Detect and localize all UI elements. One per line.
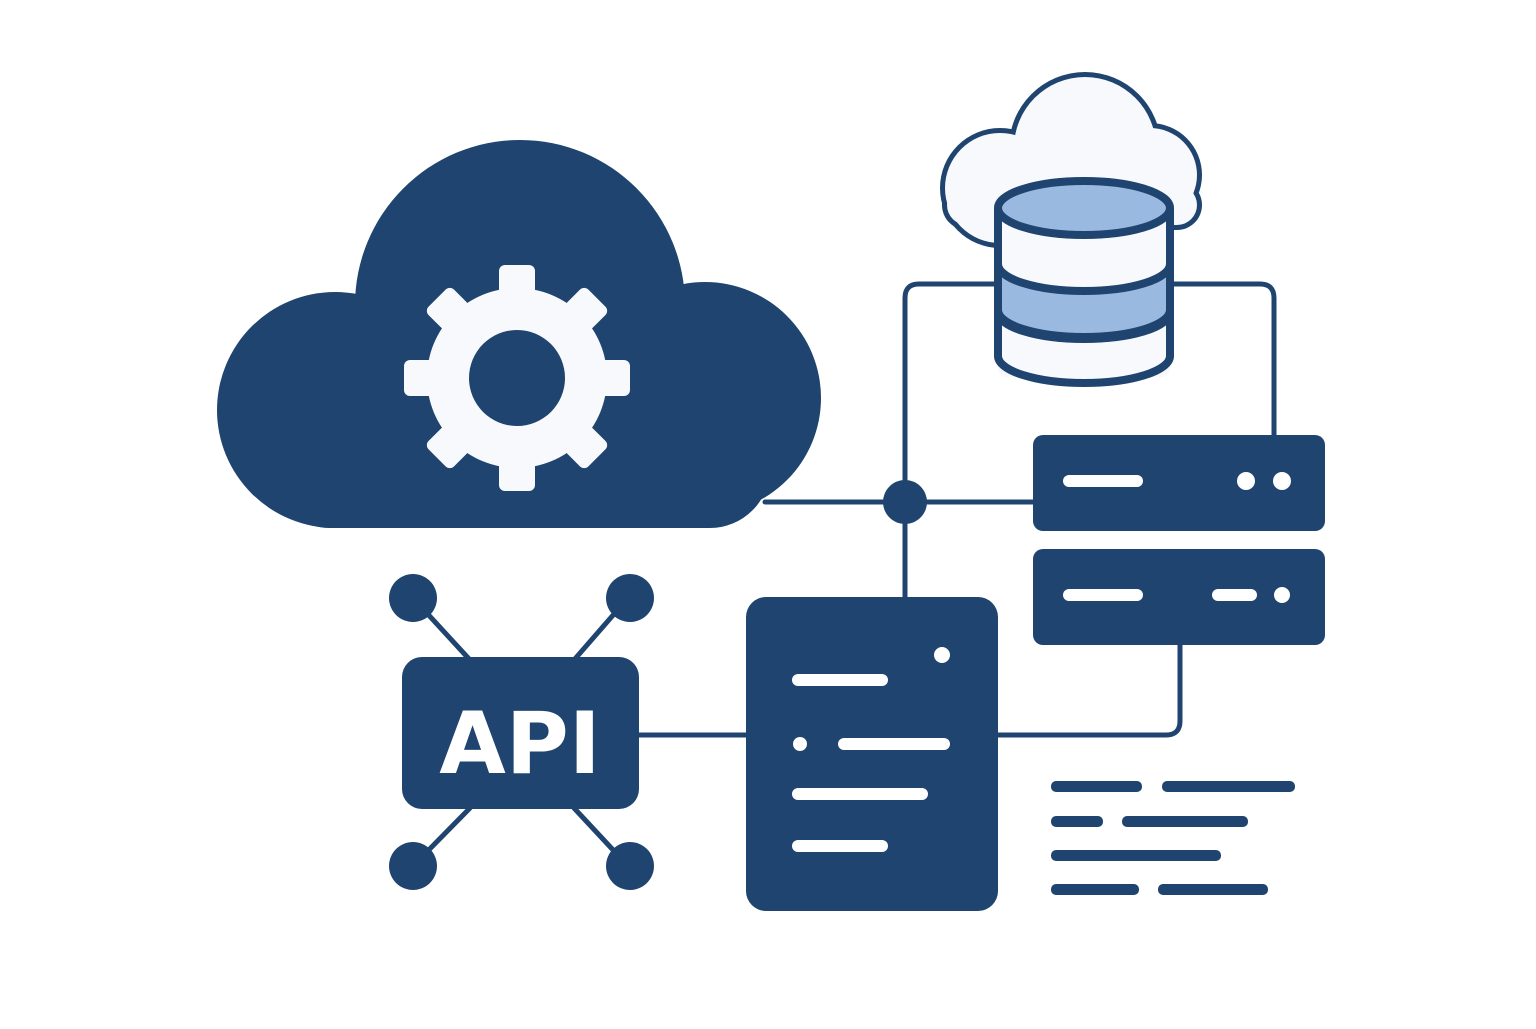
- server-rack-icon: [1033, 435, 1325, 645]
- rack-server-bottom: [1033, 549, 1325, 645]
- server-document-icon: [746, 597, 998, 911]
- api-network-icon: API: [389, 574, 654, 890]
- connector-lines: [632, 281, 1277, 738]
- api-label: API: [439, 694, 601, 794]
- api-satellite-node: [606, 842, 654, 890]
- rack-server-top: [1033, 435, 1325, 531]
- api-satellite-node: [389, 842, 437, 890]
- api-satellite-node: [606, 574, 654, 622]
- api-satellite-node: [389, 574, 437, 622]
- cloud-database-icon: [940, 72, 1202, 387]
- gear-icon: [404, 265, 630, 491]
- connector-database-rack: [1163, 281, 1277, 443]
- api-box: [402, 657, 639, 809]
- connector-document-rack: [992, 639, 1183, 738]
- database-icon: [994, 177, 1174, 387]
- main-cloud-gear-icon: [217, 140, 821, 528]
- connector-hub-database: [902, 281, 1005, 505]
- text-lines-icon: [1051, 781, 1295, 895]
- hub-node: [883, 480, 927, 524]
